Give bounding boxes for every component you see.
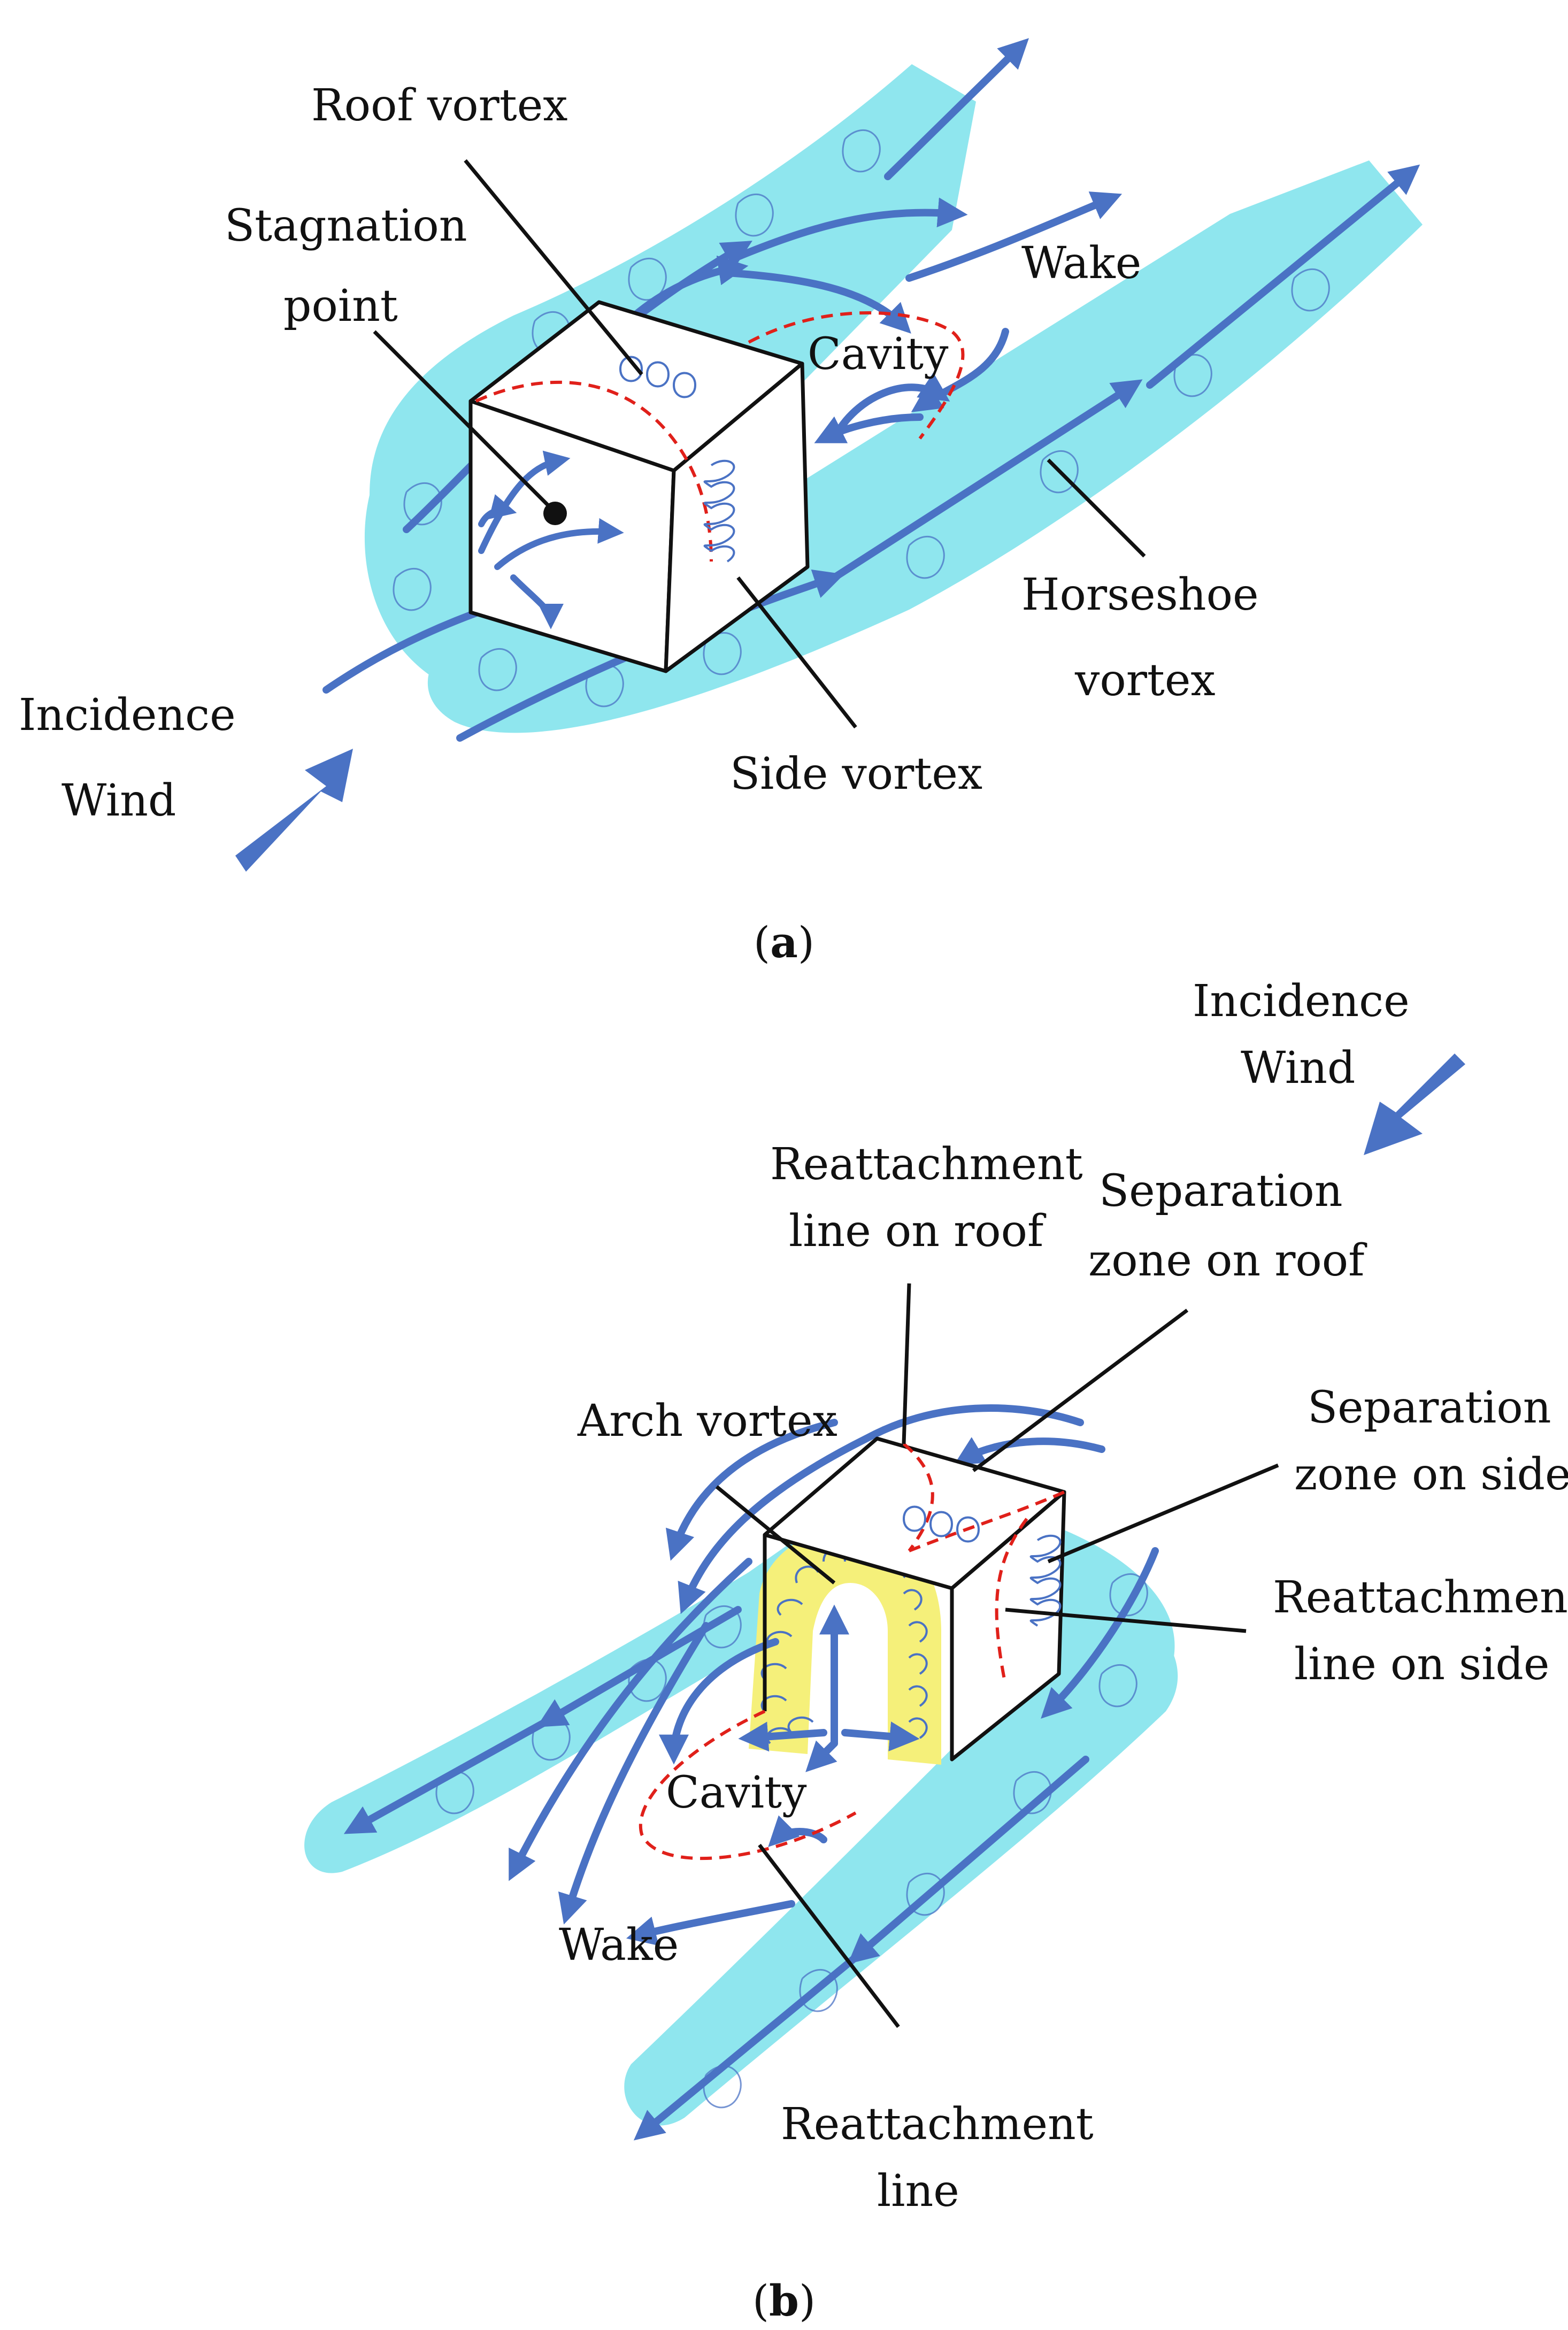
flow-arrow-back-side bbox=[1041, 1547, 1159, 1719]
label-reattach-line2: line bbox=[877, 2166, 959, 2217]
label-horseshoe-line2: vortex bbox=[1074, 655, 1216, 706]
label-sep-side-line1: Separation bbox=[1308, 1382, 1551, 1433]
horseshoe-swirls bbox=[393, 129, 1330, 708]
flow-arrow-cavity-b bbox=[768, 1815, 827, 1847]
cube-side-face bbox=[664, 362, 810, 673]
incidence-wind-arrow-b bbox=[1364, 1054, 1465, 1155]
separation-lines-a bbox=[475, 311, 965, 562]
leader-reattach-roof bbox=[902, 1283, 911, 1444]
leader-roof-vortex bbox=[464, 159, 643, 376]
flow-arrow-roof-over bbox=[678, 1404, 1084, 1614]
flow-arrow-wake-2 bbox=[734, 197, 968, 260]
caption-a-letter: a bbox=[770, 917, 798, 967]
label-cavity-b: Cavity bbox=[666, 1767, 807, 1818]
flow-arrow-right-small bbox=[841, 1721, 920, 1751]
caption-a: (a) bbox=[754, 917, 814, 967]
leader-stagnation bbox=[373, 330, 552, 510]
cavity-dashed-outline bbox=[639, 1710, 857, 1860]
flow-arrow-left-small bbox=[738, 1721, 827, 1752]
label-reattach-side-line2: line on side bbox=[1294, 1639, 1549, 1690]
separation-line-cavity bbox=[748, 311, 965, 440]
leader-horseshoe bbox=[1047, 458, 1146, 558]
flow-arrow-wake-1 bbox=[905, 191, 1123, 282]
reattachment-line-roof bbox=[903, 1442, 934, 1552]
caption-b-letter: b bbox=[769, 2275, 799, 2326]
leader-side-vortex bbox=[736, 576, 857, 729]
label-roof-vortex: Roof vortex bbox=[311, 80, 568, 131]
leader-lines-a bbox=[373, 159, 1146, 729]
flow-arrow-horseshoe-end bbox=[1146, 164, 1420, 389]
flow-arrow-lower-3 bbox=[831, 379, 1143, 581]
side-vortex-coils-b bbox=[1029, 1534, 1062, 1627]
label-reattach-roof-line2: line on roof bbox=[789, 1206, 1047, 1257]
label-sep-side-line2: zone on side bbox=[1294, 1449, 1568, 1500]
separation-line-roof bbox=[475, 380, 713, 562]
label-side-vortex: Side vortex bbox=[730, 749, 982, 799]
label-incidence-line2-a: Wind bbox=[62, 775, 176, 826]
leader-lines-b bbox=[715, 1283, 1279, 2028]
building-cube-b bbox=[763, 1436, 1066, 1762]
leader-sep-roof bbox=[972, 1309, 1189, 1472]
leader-sep-side bbox=[1047, 1463, 1279, 1564]
label-sep-roof-line2: zone on roof bbox=[1088, 1235, 1367, 1286]
flow-arrow-wake-long-2 bbox=[558, 1622, 710, 1925]
flow-arrow-down-small bbox=[805, 1740, 838, 1772]
flow-arrow-cavity-2 bbox=[911, 328, 1009, 412]
label-arch-vortex: Arch vortex bbox=[577, 1396, 837, 1447]
horseshoe-vortex-tube-right bbox=[624, 1583, 1178, 2126]
arch-vortex-band bbox=[749, 1527, 941, 1765]
label-horseshoe-line1: Horseshoe bbox=[1021, 570, 1258, 620]
flow-arrow-wake-short bbox=[626, 1900, 795, 1946]
flow-arrow-top-left bbox=[665, 1419, 838, 1561]
flow-arrow-roof-over-2 bbox=[954, 1437, 1105, 1466]
flow-streamlines-b bbox=[343, 1404, 1159, 2141]
label-wake-a: Wake bbox=[1021, 238, 1141, 289]
label-reattach-roof-line1: Reattachment bbox=[770, 1139, 1083, 1190]
side-vortex-coils bbox=[703, 459, 735, 563]
flow-arrow-left-tube-end bbox=[343, 1718, 549, 1834]
label-incidence-line1-b: Incidence bbox=[1193, 976, 1410, 1027]
separation-lines-b bbox=[639, 1442, 1065, 1860]
flow-arrow-right-tube-end bbox=[633, 1954, 859, 2141]
flow-arrow-right-tube bbox=[848, 1756, 1089, 1964]
label-sep-roof-line1: Separation bbox=[1099, 1166, 1343, 1217]
label-wake-b: Wake bbox=[559, 1920, 679, 1971]
flow-arrow-wake-long-1 bbox=[509, 1558, 752, 1881]
leader-arch-vortex bbox=[715, 1485, 836, 1585]
leader-reattach-side bbox=[1005, 1608, 1247, 1633]
label-stagnation-line2: point bbox=[283, 281, 398, 332]
incidence-wind-arrow-a bbox=[235, 749, 353, 872]
label-reattach-side-line1: Reattachment bbox=[1273, 1572, 1568, 1623]
horseshoe-vortex-tube-front bbox=[364, 428, 535, 691]
label-incidence-line2-b: Wind bbox=[1241, 1043, 1355, 1094]
label-incidence-line1-a: Incidence bbox=[19, 690, 236, 741]
label-stagnation-line1: Stagnation bbox=[225, 201, 467, 251]
leader-reattach-line bbox=[758, 1843, 900, 2028]
roof-vortex-coils-b bbox=[903, 1505, 980, 1543]
reattachment-line-side bbox=[995, 1518, 1028, 1685]
roof-vortex-coils bbox=[619, 356, 697, 398]
separation-zone-roof-edge bbox=[908, 1490, 1065, 1552]
label-reattach-line1: Reattachment bbox=[781, 2099, 1094, 2150]
panel-b: Incidence Wind Reattachment line on roof… bbox=[304, 976, 1568, 2326]
label-cavity-a: Cavity bbox=[808, 329, 949, 380]
caption-b: (b) bbox=[752, 2275, 816, 2326]
flow-arrow-top-wake bbox=[884, 38, 1029, 180]
flow-arrow-cavity-b2 bbox=[659, 1638, 779, 1765]
flow-arrow-cavity-3 bbox=[814, 413, 924, 443]
panel-a: Roof vortex Stagnation point Wake Cavity… bbox=[19, 38, 1423, 967]
